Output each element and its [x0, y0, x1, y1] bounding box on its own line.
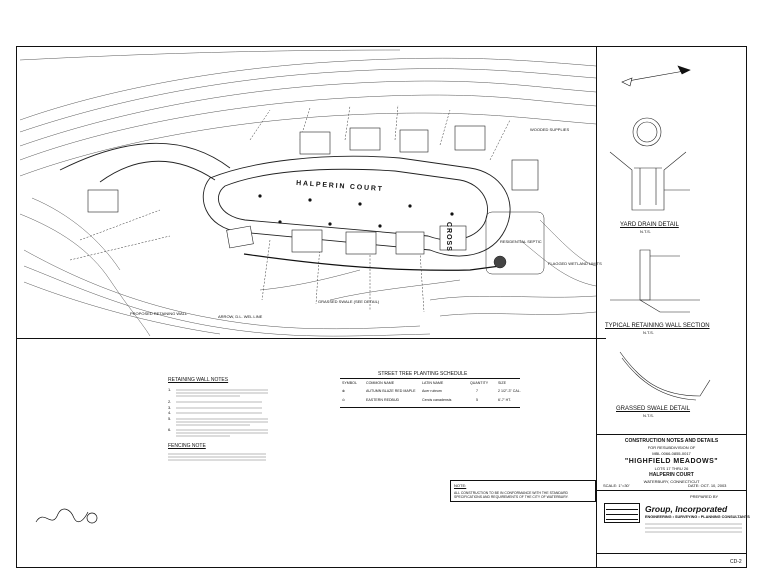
site-label-1: PROPOSED RETAINING WALL: [130, 311, 188, 316]
sheet-border: [16, 46, 747, 568]
wall-note-5: 5.: [168, 416, 172, 421]
site-label-4: FLAGGED WETLAND LIMITS: [548, 261, 602, 266]
grassed-swale-title: GRASSED SWALE DETAIL: [616, 406, 691, 412]
tree-schedule-table: SYMBOL COMMON NAME LATIN NAME QUANTITY S…: [340, 378, 521, 408]
grassed-swale-detail: [619, 351, 711, 401]
site-label-2: ARROW, D.L. WEL LINE: [218, 314, 263, 319]
schedule-row-2-common: EASTERN REDBUD: [366, 398, 400, 402]
title-column-divider: [596, 46, 597, 568]
title-block-top-line: [596, 434, 747, 435]
title-block-mid-line: [596, 490, 747, 491]
firm-name: Group, Incorporated: [645, 504, 728, 514]
sheet-number: CD-2: [730, 559, 742, 565]
firm-services: ENGINEERING • SURVEYING • PLANNING CONSU…: [645, 515, 750, 519]
schedule-row-2-latin: Cercis canadensis: [422, 398, 452, 402]
title-scale: SCALE: 1"=30': [603, 483, 630, 488]
road-outline: [59, 142, 511, 257]
title-date: DATE: OCT. 10, 2003: [688, 483, 727, 488]
title-line-2: FOR RESUBDIVISION OF: [647, 445, 696, 450]
wall-note-3: 3.: [168, 405, 172, 410]
site-label-6: WOODED SUPPLIES: [530, 127, 570, 132]
schedule-row-1-quantity: 7: [476, 389, 478, 393]
schedule-header-latin: LATIN NAME: [422, 381, 444, 385]
wall-note-6: 6.: [168, 427, 172, 432]
schedule-row-1-latin: Acer rubrum: [422, 389, 442, 393]
yard-drain-title: YARD DRAIN DETAIL: [620, 222, 679, 228]
site-label-5: RESIDENTIAL SEPTIC: [500, 239, 542, 244]
schedule-header-common: COMMON NAME: [366, 381, 395, 385]
general-note-text: ALL CONSTRUCTION TO BE IN CONFORMANCE WI…: [454, 491, 569, 499]
general-note-title: NOTE:: [454, 483, 467, 488]
tree-symbols: [258, 194, 454, 228]
yard-drain-detail: [609, 117, 690, 211]
schedule-row-1-size: 2 1/2"-3" CAL.: [498, 389, 521, 393]
general-note-box: NOTE: ALL CONSTRUCTION TO BE IN CONFORMA…: [450, 480, 596, 502]
retaining-wall-scale: N.T.S.: [643, 330, 654, 335]
title-city: WATERBURY, CONNECTICUT: [643, 479, 700, 484]
schedule-row-2-symbol: ⊙: [342, 398, 346, 402]
divider-line: [16, 338, 606, 339]
title-line-3: MBL 0066-0855-0017: [652, 451, 691, 456]
project-name: "HIGHFIELD MEADOWS": [624, 458, 719, 465]
tree-schedule-title: STREET TREE PLANTING SCHEDULE: [378, 371, 468, 377]
prepared-by: PREPARED BY: [690, 494, 719, 499]
title-line-1: CONSTRUCTION NOTES AND DETAILS: [624, 438, 719, 444]
detention-area: [485, 211, 545, 275]
title-road: HALPERIN COURT: [649, 472, 694, 478]
schedule-header-size: SIZE: [498, 381, 506, 385]
schedule-row-2-quantity: 5: [476, 398, 478, 402]
fencing-note-title: FENCING NOTE: [168, 443, 206, 449]
lot-lines: [69, 104, 511, 313]
wall-note-2: 2.: [168, 399, 172, 404]
schedule-row-1-common: AUTUMN BLAZE RED MAPLE: [366, 389, 416, 393]
grassed-swale-scale: N.T.S.: [643, 413, 654, 418]
retaining-wall-line: [243, 253, 501, 271]
schedule-header-quantity: QUANTITY: [470, 381, 489, 385]
title-block: CONSTRUCTION NOTES AND DETAILS FOR RESUB…: [597, 436, 746, 484]
schedule-header-symbol: SYMBOL: [342, 381, 357, 385]
title-lots: LOTS 17 THRU 26: [654, 466, 689, 471]
house-footprints: [87, 125, 539, 255]
retaining-wall-notes-title: RETAINING WALL NOTES: [168, 377, 229, 383]
site-label-3: GRASSED SWALE (SEE DETAIL): [318, 299, 380, 304]
title-block-bottom-line: [596, 553, 747, 554]
yard-drain-scale: N.T.S.: [640, 229, 651, 234]
retaining-wall-title: TYPICAL RETAINING WALL SECTION: [605, 323, 710, 329]
schedule-row-2-size: 6'-7' HT.: [498, 398, 511, 402]
north-arrow: [621, 65, 691, 87]
wall-note-1: 1.: [168, 387, 172, 392]
retaining-wall-detail: [610, 249, 700, 313]
firm-logo: [604, 503, 640, 523]
signature-mark: [35, 508, 98, 524]
schedule-row-1-symbol: ⊗: [342, 389, 346, 393]
wall-note-4: 4.: [168, 410, 172, 415]
